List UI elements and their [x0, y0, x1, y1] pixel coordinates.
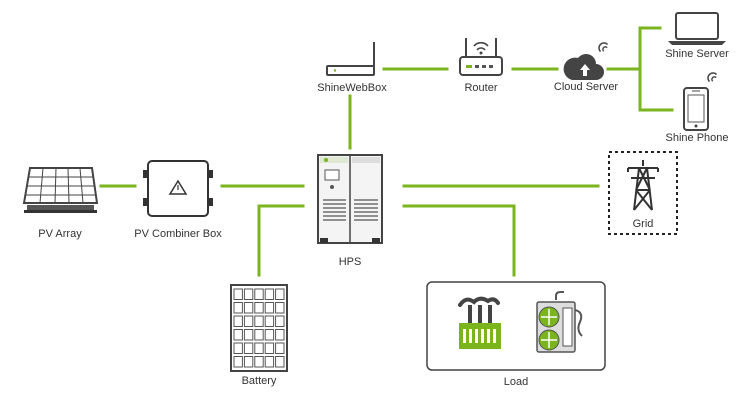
router-label: Router — [464, 82, 498, 94]
battery-cell — [264, 342, 275, 354]
battery-cell — [254, 315, 264, 327]
battery-cell — [254, 342, 264, 354]
factory-icon — [458, 296, 501, 349]
phone-wifi-icon — [707, 72, 718, 83]
battery-cell — [254, 288, 264, 300]
cloud-server-label: Cloud Server — [553, 81, 619, 93]
hvac-unit-icon — [536, 291, 583, 353]
battery-cell — [233, 329, 243, 341]
battery-cell — [254, 356, 264, 368]
battery-cell — [233, 342, 243, 354]
cloud-wifi-icon — [598, 42, 609, 53]
pv-combiner-box-label: PV Combiner Box — [134, 228, 222, 240]
shine-phone-label: Shine Phone — [665, 132, 729, 144]
battery-cell — [233, 356, 243, 368]
battery-cell — [264, 288, 275, 300]
load-label: Load — [503, 376, 529, 388]
battery-cell — [275, 315, 285, 327]
shinewebbox-label: ShineWebBox — [317, 82, 387, 94]
connector-hps-load — [402, 204, 516, 277]
battery-cell — [243, 288, 254, 300]
battery-cell — [243, 329, 254, 341]
battery-cell — [254, 302, 264, 314]
battery-rack-icon — [230, 284, 288, 372]
battery-cell — [243, 315, 254, 327]
battery-cell — [254, 329, 264, 341]
laptop-icon — [668, 12, 726, 45]
connectors — [99, 26, 674, 277]
battery-cell — [233, 315, 243, 327]
battery-cell — [233, 302, 243, 314]
hps-label: HPS — [338, 256, 362, 268]
inverter-cabinet-icon — [317, 154, 383, 244]
combiner-box-icon — [143, 160, 213, 217]
pv-array-label: PV Array — [38, 228, 82, 240]
battery-cell — [275, 302, 285, 314]
shine-server-label: Shine Server — [665, 48, 729, 60]
battery-cell — [275, 329, 285, 341]
connector-hps-battery — [257, 204, 305, 277]
solar-panel-icon — [22, 167, 99, 213]
battery-cell — [264, 315, 275, 327]
transmission-tower-icon — [627, 160, 659, 211]
phone-icon — [683, 87, 709, 131]
battery-cell — [233, 288, 243, 300]
router-icon — [459, 38, 503, 76]
battery-cell — [264, 356, 275, 368]
grid-label: Grid — [632, 218, 654, 230]
battery-cell — [243, 356, 254, 368]
battery-cell — [275, 342, 285, 354]
battery-cell — [264, 329, 275, 341]
battery-cell — [275, 356, 285, 368]
webbox-icon — [326, 42, 375, 76]
battery-cell — [264, 302, 275, 314]
connector-cloud-phone — [638, 67, 674, 112]
battery-cell — [243, 342, 254, 354]
battery-cell — [275, 288, 285, 300]
connector-cloud-server — [606, 26, 662, 71]
cloud-upload-icon — [563, 53, 604, 80]
battery-label: Battery — [241, 375, 277, 387]
battery-cell — [243, 302, 254, 314]
